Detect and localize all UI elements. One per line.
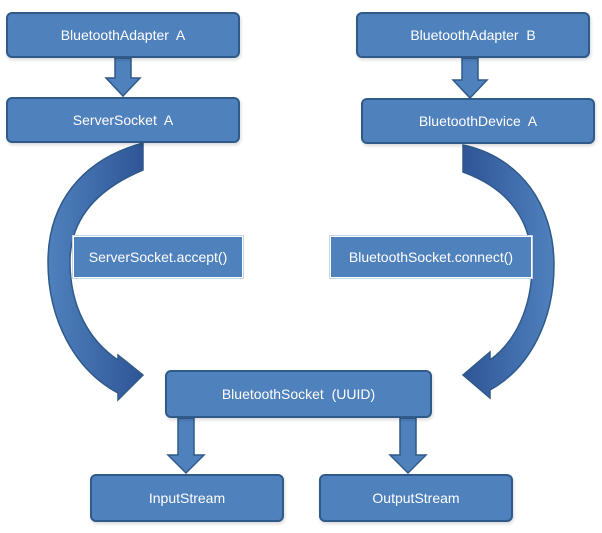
arrow-socket-to-input-stream <box>166 417 206 475</box>
arrow-adapter-a-to-server-socket <box>104 57 142 98</box>
arrow-socket-to-output-stream <box>388 417 428 475</box>
curved-arrow-accept <box>47 142 145 402</box>
curved-arrow-connect <box>461 144 555 400</box>
bluetooth-adapter-a-node: BluetoothAdapter A <box>6 12 240 58</box>
arrow-adapter-b-to-device <box>451 57 489 100</box>
output-stream-node: OutputStream <box>319 474 513 522</box>
bluetooth-adapter-b-node: BluetoothAdapter B <box>356 12 590 58</box>
bluetooth-device-a-node: BluetoothDevice A <box>361 98 595 144</box>
bluetooth-socket-node: BluetoothSocket (UUID) <box>165 370 432 418</box>
server-socket-a-node: ServerSocket A <box>6 97 240 143</box>
accept-method-label: ServerSocket.accept() <box>72 235 244 279</box>
input-stream-node: InputStream <box>90 474 284 522</box>
connect-method-label: BluetoothSocket.connect() <box>329 235 533 279</box>
